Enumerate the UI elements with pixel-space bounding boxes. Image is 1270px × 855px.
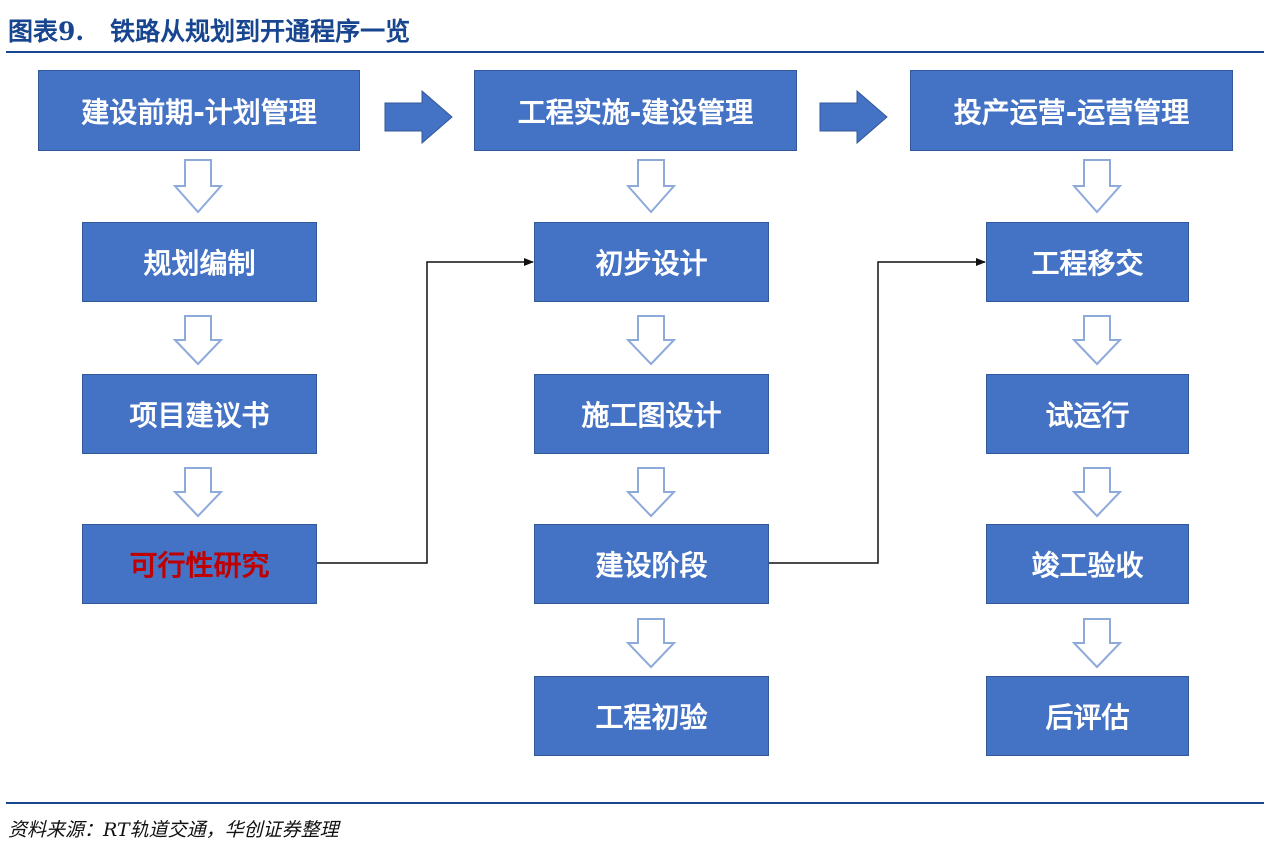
- down-arrow-c3-3: [1071, 467, 1123, 518]
- step-completion-acceptance: 竣工验收: [986, 524, 1189, 604]
- connector-construction-to-handover: [769, 258, 986, 564]
- step-project-handover: 工程移交: [986, 222, 1189, 302]
- step-construction-drawing-design: 施工图设计: [534, 374, 769, 454]
- source-note: 资料来源：RT轨道交通，华创证券整理: [8, 819, 339, 841]
- step-trial-operation: 试运行: [986, 374, 1189, 454]
- down-arrow-c2-4: [625, 618, 677, 669]
- header-construction-management: 工程实施-建设管理: [474, 70, 797, 151]
- down-arrow-c1-2: [172, 315, 224, 366]
- step-planning-compilation: 规划编制: [82, 222, 317, 302]
- step-project-proposal: 项目建议书: [82, 374, 317, 454]
- step-preliminary-acceptance: 工程初验: [534, 676, 769, 756]
- header-planning-management: 建设前期-计划管理: [38, 70, 360, 151]
- down-arrow-c2-2: [625, 315, 677, 366]
- down-arrow-c1-1: [172, 159, 224, 214]
- source-rule: [6, 802, 1264, 804]
- title-rule: [6, 51, 1264, 53]
- phase-arrow-1-2: [384, 89, 453, 145]
- figure-number: 图表9.: [8, 17, 85, 46]
- step-construction-phase: 建设阶段: [534, 524, 769, 604]
- down-arrow-c1-3: [172, 467, 224, 518]
- step-feasibility-study: 可行性研究: [82, 524, 317, 604]
- down-arrow-c3-1: [1071, 159, 1123, 214]
- step-post-evaluation: 后评估: [986, 676, 1189, 756]
- down-arrow-c2-1: [625, 159, 677, 214]
- down-arrow-c3-4: [1071, 618, 1123, 669]
- figure-title: 图表9. 铁路从规划到开通程序一览: [8, 12, 410, 48]
- connector-feasibility-to-preliminary: [317, 258, 534, 564]
- step-preliminary-design: 初步设计: [534, 222, 769, 302]
- down-arrow-c2-3: [625, 467, 677, 518]
- figure-title-text: 铁路从规划到开通程序一览: [110, 17, 411, 46]
- phase-arrow-2-3: [819, 89, 888, 145]
- header-operation-management: 投产运营-运营管理: [910, 70, 1233, 151]
- down-arrow-c3-2: [1071, 315, 1123, 366]
